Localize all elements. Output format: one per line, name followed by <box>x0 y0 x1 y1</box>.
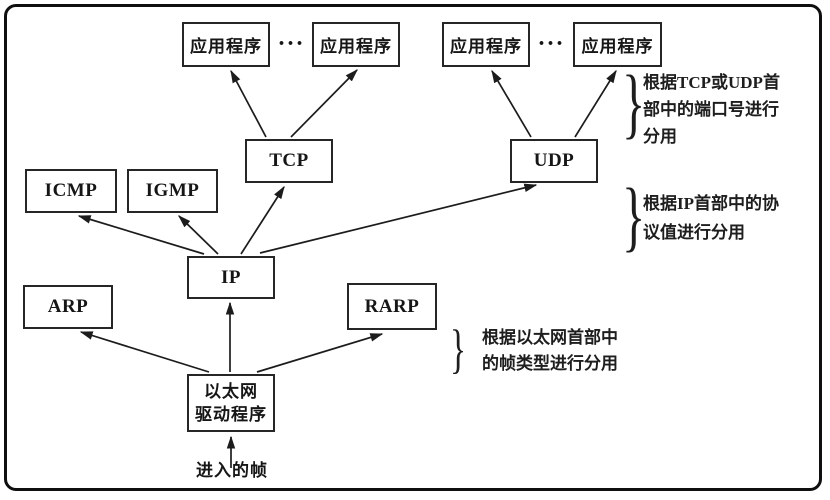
annotation-ports: 根据TCP或UDP首 部中的端口号进行 分用 <box>643 69 780 150</box>
box-application-3: 应用程序 <box>442 22 530 67</box>
ellipsis-tcp-apps: ··· <box>277 30 305 57</box>
annotation-frame-type-line1: 根据以太网首部中 <box>482 328 618 347</box>
box-ethernet-driver: 以太网 驱动程序 <box>187 374 275 432</box>
box-icmp: ICMP <box>25 169 117 213</box>
brace-ports-icon: } <box>622 59 646 146</box>
arrow-eth-to-rarp <box>256 333 384 373</box>
arrow-eth-to-arp <box>79 331 210 373</box>
arrow-ip-to-icmp <box>77 215 205 255</box>
arrow-udp-to-app3 <box>491 69 532 138</box>
box-igmp: IGMP <box>127 169 218 213</box>
incoming-frame-caption: 进入的帧 <box>196 460 268 480</box>
annotation-protocol-line2: 议值进行分用 <box>643 223 745 242</box>
arrow-tcp-to-app1 <box>230 69 267 138</box>
box-igmp-label: IGMP <box>145 180 200 201</box>
box-udp-label: UDP <box>533 150 575 171</box>
page-border-frame <box>4 4 822 491</box>
brace-frame-type-icon: } <box>450 319 467 379</box>
annotation-protocol: 根据IP首部中的协 议值进行分用 <box>643 189 779 247</box>
box-arp-label: ARP <box>47 296 89 317</box>
arrow-ip-to-udp <box>259 183 538 254</box>
arrow-ip-to-igmp <box>178 215 219 255</box>
box-application-4-label: 应用程序 <box>581 37 654 56</box>
arrow-tcp-to-app2 <box>290 69 358 138</box>
box-ip-label: IP <box>221 266 241 288</box>
box-application-2: 应用程序 <box>312 22 400 67</box>
box-application-1-label: 应用程序 <box>190 37 262 56</box>
annotation-protocol-line1: 根据IP首部中的协 <box>643 194 779 213</box>
box-arp: ARP <box>23 285 113 329</box>
arrow-udp-to-app4 <box>574 69 617 138</box>
box-application-2-label: 应用程序 <box>320 37 392 56</box>
box-rarp-label: RARP <box>364 295 420 317</box>
box-tcp: TCP <box>245 139 333 183</box>
box-application-4: 应用程序 <box>573 22 662 67</box>
annotation-frame-type: 根据以太网首部中 的帧类型进行分用 <box>482 325 618 377</box>
box-application-3-label: 应用程序 <box>450 37 522 56</box>
annotation-frame-type-line2: 的帧类型进行分用 <box>482 354 618 373</box>
annotation-ports-line2: 部中的端口号进行 <box>643 100 779 119</box>
annotation-ports-line1: 根据TCP或UDP首 <box>643 73 780 92</box>
box-udp: UDP <box>510 139 598 183</box>
box-ip: IP <box>187 256 275 299</box>
ellipsis-udp-apps: ··· <box>537 30 565 57</box>
box-ethernet-driver-line1: 以太网 <box>204 382 258 401</box>
box-icmp-label: ICMP <box>44 180 98 201</box>
arrow-ip-to-tcp <box>240 185 285 255</box>
box-application-1: 应用程序 <box>182 22 270 67</box>
brace-protocol-icon: } <box>622 172 646 259</box>
box-rarp: RARP <box>347 283 437 330</box>
box-tcp-label: TCP <box>269 150 309 171</box>
box-ethernet-driver-line2: 驱动程序 <box>195 405 267 424</box>
annotation-ports-line3: 分用 <box>643 127 677 146</box>
